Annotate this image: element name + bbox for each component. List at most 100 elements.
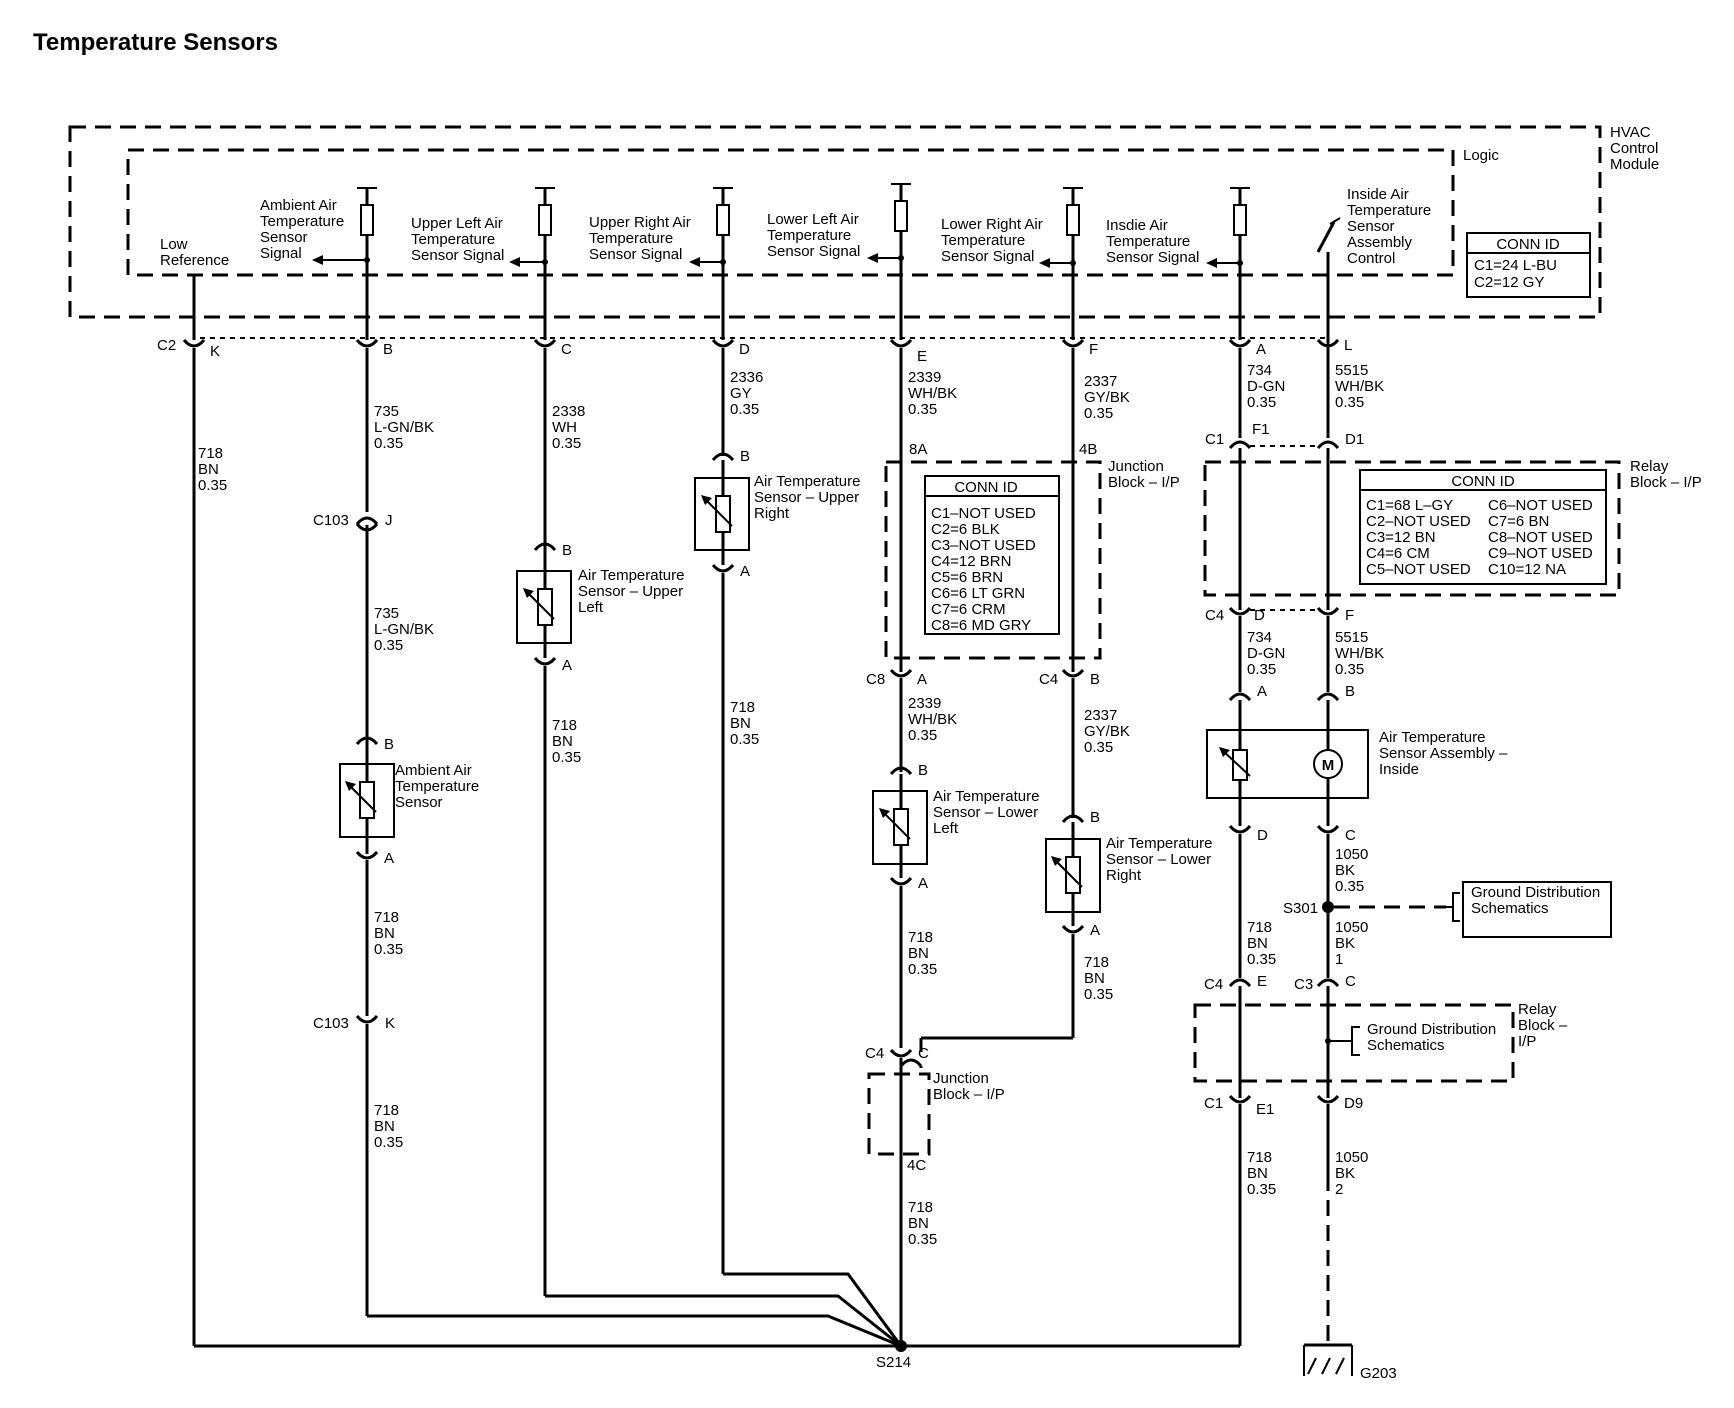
upper-right-column: 2336 GY 0.35 B A 718 BN 0.35	[694, 348, 763, 1274]
svg-text:Sensor: Sensor	[260, 229, 308, 246]
wire-label-734-lower: 734 D-GN 0.35	[1247, 629, 1285, 678]
svg-text:F: F	[1089, 341, 1098, 358]
logic-label: Logic	[1463, 147, 1499, 164]
svg-text:Relay: Relay	[1630, 458, 1669, 475]
svg-text:Sensor – Upper: Sensor – Upper	[754, 489, 859, 506]
junction-block-label: Junction Block – I/P	[1108, 458, 1180, 491]
hvac-module-label: HVAC Control Module	[1610, 124, 1659, 173]
svg-text:BN: BN	[908, 945, 929, 962]
svg-text:718: 718	[374, 1102, 399, 1119]
svg-text:0.35: 0.35	[1084, 739, 1113, 756]
svg-text:D: D	[739, 341, 750, 358]
svg-text:0.35: 0.35	[552, 435, 581, 452]
svg-text:Air Temperature: Air Temperature	[1106, 835, 1212, 852]
sensor-label-ambient: Ambient Air Temperature Sensor	[395, 762, 479, 811]
svg-text:Sensor Signal: Sensor Signal	[411, 247, 504, 264]
svg-text:C9–NOT USED: C9–NOT USED	[1488, 545, 1593, 562]
svg-text:WH: WH	[552, 419, 577, 436]
wire-label-718-d: 718 BN 0.35	[730, 699, 759, 748]
svg-text:Temperature: Temperature	[395, 778, 479, 795]
svg-text:C5–NOT USED: C5–NOT USED	[1366, 561, 1471, 578]
pin-f1: F1	[1252, 421, 1270, 438]
svg-text:Sensor – Upper: Sensor – Upper	[578, 583, 683, 600]
svg-text:Block – I/P: Block – I/P	[933, 1086, 1005, 1103]
svg-text:WH/BK: WH/BK	[1335, 645, 1384, 662]
junction-block-lower-label: Junction Block – I/P	[933, 1070, 1005, 1103]
svg-text:C10=12 NA: C10=12 NA	[1488, 561, 1566, 578]
svg-text:5515: 5515	[1335, 629, 1368, 646]
svg-text:0.35: 0.35	[1247, 1181, 1276, 1198]
svg-text:1050: 1050	[1335, 846, 1368, 863]
svg-text:B: B	[383, 341, 393, 358]
svg-text:Air Temperature: Air Temperature	[933, 788, 1039, 805]
svg-text:Right: Right	[754, 505, 790, 522]
svg-text:Ground Distribution: Ground Distribution	[1367, 1021, 1496, 1038]
svg-text:WH/BK: WH/BK	[908, 385, 957, 402]
svg-text:Sensor Signal: Sensor Signal	[767, 243, 860, 260]
svg-text:C7=6 CRM: C7=6 CRM	[931, 601, 1006, 618]
svg-text:GY: GY	[730, 385, 752, 402]
svg-text:A: A	[1256, 341, 1266, 358]
svg-text:718: 718	[908, 929, 933, 946]
svg-text:C3=12 BN: C3=12 BN	[1366, 529, 1436, 546]
ground-label: G203	[1360, 1365, 1397, 1382]
junction-pin-4b: 4B	[1079, 441, 1097, 458]
svg-text:Upper Right Air: Upper Right Air	[589, 214, 691, 231]
svg-text:Ground Distribution: Ground Distribution	[1471, 884, 1600, 901]
svg-text:A: A	[740, 563, 750, 580]
relay-block-lower	[1193, 1003, 1515, 1083]
svg-text:BN: BN	[198, 461, 219, 478]
svg-text:C2=6 BLK: C2=6 BLK	[931, 521, 1000, 538]
svg-text:L: L	[1344, 337, 1352, 354]
svg-text:K: K	[210, 343, 220, 360]
pin-c8-a: A	[917, 671, 927, 688]
sensor-label-upper-left: Air Temperature Sensor – Upper Left	[578, 567, 684, 616]
pin-j: J	[385, 512, 393, 529]
svg-text:D-GN: D-GN	[1247, 378, 1285, 395]
svg-text:BN: BN	[1247, 935, 1268, 952]
connector-c2-pins	[182, 338, 1340, 348]
svg-text:Junction: Junction	[1108, 458, 1164, 475]
connector-c4-c: C4	[865, 1045, 884, 1062]
svg-text:Control: Control	[1347, 250, 1395, 267]
sensor-label-upper-right: Air Temperature Sensor – Upper Right	[754, 473, 860, 522]
svg-text:718: 718	[1247, 1149, 1272, 1166]
svg-text:A: A	[1090, 922, 1100, 939]
wire-label-735-upper: 735 L-GN/BK 0.35	[374, 403, 434, 452]
signal-label-inside: Insdie Air Temperature Sensor Signal	[1106, 217, 1199, 266]
wire-label-1050-mid: 1050 BK 1	[1335, 919, 1368, 968]
svg-text:Air Temperature: Air Temperature	[578, 567, 684, 584]
svg-text:2339: 2339	[908, 369, 941, 386]
upper-left-column: 2338 WH 0.35 B A 718 BN 0.35	[516, 348, 585, 1296]
svg-text:C5=6 BRN: C5=6 BRN	[931, 569, 1003, 586]
signal-label-lower-right: Lower Right Air Temperature Sensor Signa…	[941, 216, 1043, 265]
svg-text:B: B	[918, 762, 928, 779]
page-title: Temperature Sensors	[33, 29, 278, 56]
svg-text:Reference: Reference	[160, 252, 229, 269]
svg-text:Inside: Inside	[1379, 761, 1419, 778]
svg-text:718: 718	[552, 717, 577, 734]
svg-text:BN: BN	[730, 715, 751, 732]
svg-text:C4=12 BRN: C4=12 BRN	[931, 553, 1011, 570]
connector-c1-f1: C1	[1205, 431, 1224, 448]
wire-label-2337-upper: 2337 GY/BK 0.35	[1084, 373, 1130, 422]
svg-text:Left: Left	[933, 820, 959, 837]
svg-text:BN: BN	[908, 1215, 929, 1232]
svg-text:718: 718	[374, 909, 399, 926]
connector-c1-e1: C1	[1204, 1095, 1223, 1112]
svg-text:Sensor: Sensor	[395, 794, 443, 811]
wire-label-718-b2: 718 BN 0.35	[374, 1102, 403, 1151]
svg-text:Assembly: Assembly	[1347, 234, 1413, 251]
connector-c4-d: C4	[1205, 607, 1224, 624]
pin-d1: D1	[1345, 431, 1364, 448]
wire-label-2336: 2336 GY 0.35	[730, 369, 763, 418]
svg-text:0.35: 0.35	[908, 1231, 937, 1248]
svg-text:BN: BN	[552, 733, 573, 750]
svg-text:E: E	[1257, 973, 1267, 990]
svg-text:Block –: Block –	[1518, 1017, 1568, 1034]
svg-text:1: 1	[1335, 951, 1343, 968]
pin-d9: D9	[1344, 1095, 1363, 1112]
svg-text:2338: 2338	[552, 403, 585, 420]
svg-text:0.35: 0.35	[908, 727, 937, 744]
